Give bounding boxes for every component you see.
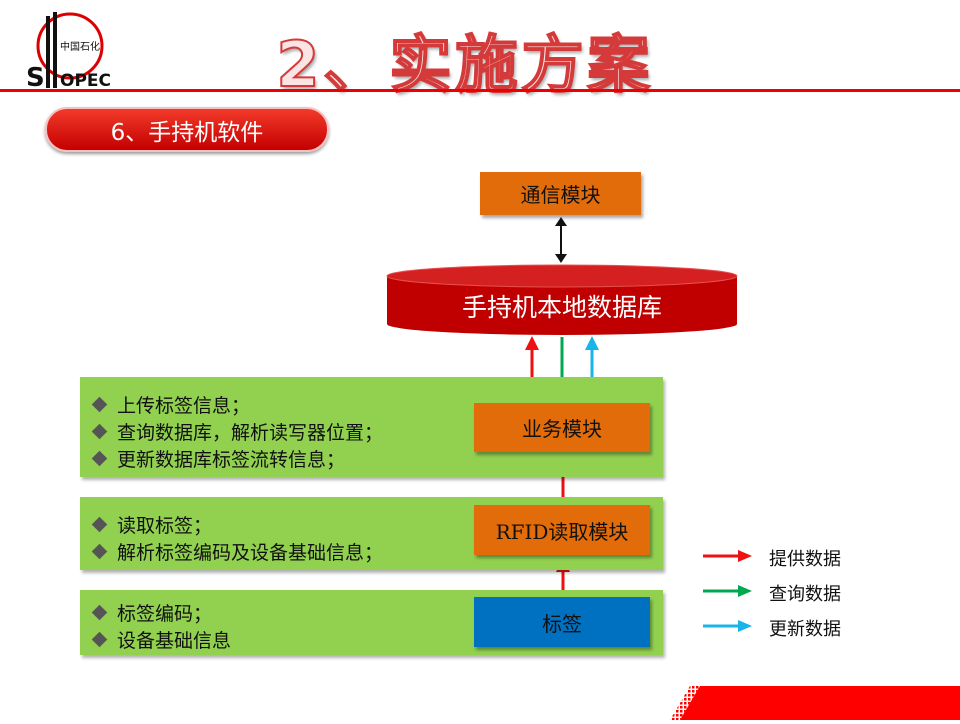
diamond-bullet-icon: [91, 396, 108, 413]
rfid-module-box: RFID读取模块: [474, 505, 650, 555]
tag-box: 标签: [474, 597, 650, 647]
diamond-bullet-icon: [91, 604, 108, 621]
diamond-bullet-icon: [91, 516, 108, 533]
bullet-text: 读取标签；: [117, 515, 213, 537]
diamond-bullet-icon: [91, 631, 108, 648]
bullet-item: 读取标签；: [91, 511, 213, 538]
title-divider: [0, 89, 960, 92]
section-button[interactable]: 6、手持机软件: [45, 107, 329, 152]
legend-arrow-red: [703, 550, 752, 562]
legend-label-update: 更新数据: [769, 619, 841, 640]
bullet-item: 设备基础信息: [91, 626, 232, 653]
comm-module-box: 通信模块: [480, 172, 641, 215]
bullet-text: 解析标签编码及设备基础信息；: [117, 542, 384, 564]
svg-text:OPEC: OPEC: [60, 71, 110, 90]
diamond-bullet-icon: [91, 543, 108, 560]
svg-text:中国石化: 中国石化: [60, 40, 100, 53]
bullet-text: 标签编码；: [117, 603, 213, 625]
database-cylinder: 手持机本地数据库: [386, 264, 738, 336]
legend-arrow-green: [703, 585, 752, 597]
legend-label-query: 查询数据: [769, 584, 841, 605]
legend-label-provide: 提供数据: [769, 549, 841, 570]
bullet-item: 标签编码；: [91, 599, 213, 626]
bullet-text: 设备基础信息: [117, 630, 232, 652]
sinopec-logo: S OPEC 中国石化: [20, 8, 111, 93]
bullet-text: 上传标签信息；: [117, 395, 251, 417]
bullet-item: 解析标签编码及设备基础信息；: [91, 538, 384, 565]
business-module-box: 业务模块: [474, 403, 650, 452]
bullet-item: 更新数据库标签流转信息；: [91, 445, 346, 472]
bullet-text: 更新数据库标签流转信息；: [117, 449, 346, 471]
legend-arrow-blue: [703, 620, 752, 632]
bullet-text: 查询数据库，解析读写器位置；: [117, 422, 384, 444]
double-arrow-black: [555, 217, 567, 263]
bullet-item: 查询数据库，解析读写器位置；: [91, 418, 384, 445]
database-label: 手持机本地数据库: [461, 293, 662, 322]
bullet-item: 上传标签信息；: [91, 391, 251, 418]
svg-text:S: S: [26, 63, 45, 90]
footer-red-band: [0, 686, 960, 720]
diamond-bullet-icon: [91, 450, 108, 467]
diamond-bullet-icon: [91, 423, 108, 440]
